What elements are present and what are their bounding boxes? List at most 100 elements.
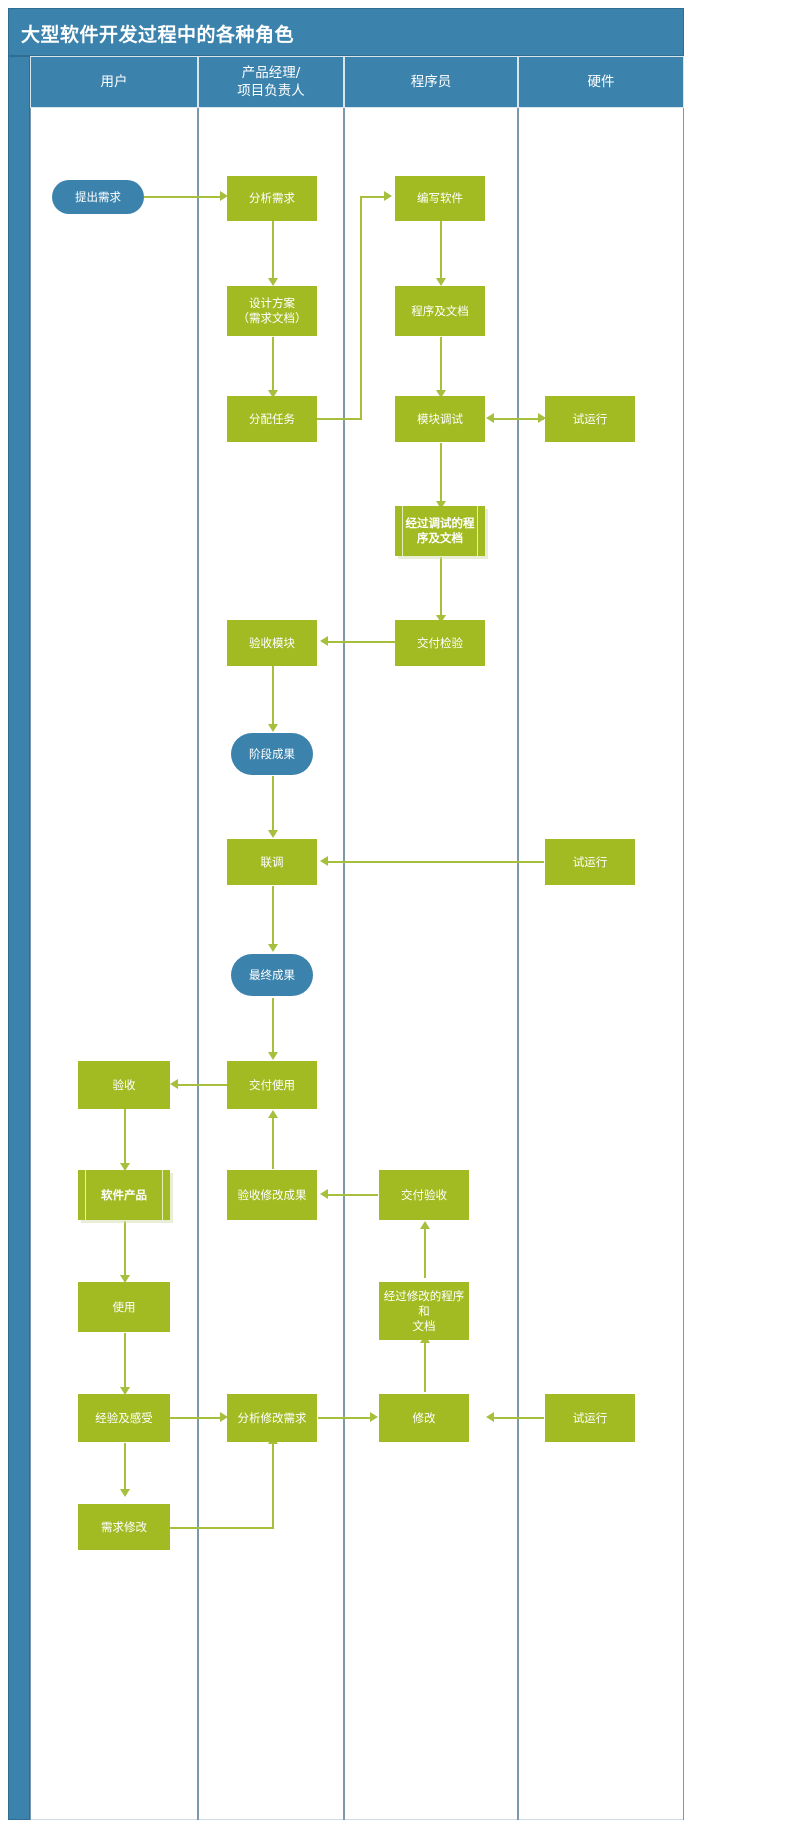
lane-body-user — [30, 108, 198, 1820]
edge-n9-n11 — [440, 557, 442, 619]
node-modified-program-docs[interactable]: 经过修改的程序和 文档 — [379, 1282, 469, 1340]
node-debugged-program-docs[interactable]: 经过调试的程 序及文档 — [395, 506, 485, 556]
edge-n27-n24-v — [272, 1443, 274, 1528]
node-deliver-acceptance[interactable]: 交付验收 — [379, 1170, 469, 1220]
edge-n11-n10 — [328, 641, 396, 643]
edge-n4-n6-arrow — [268, 390, 278, 398]
edge-n27-n24-h — [170, 1527, 274, 1529]
edge-n4-n6 — [272, 337, 274, 395]
edge-n16-n18-arrow — [120, 1163, 130, 1171]
edge-n19-n17 — [272, 1117, 274, 1169]
node-write-software[interactable]: 编写软件 — [395, 176, 485, 221]
node-experience-feedback[interactable]: 经验及感受 — [78, 1394, 170, 1442]
edge-n14-n13-arrow — [320, 856, 328, 866]
node-trial-run-2[interactable]: 试运行 — [545, 839, 635, 885]
edge-n15-n17 — [272, 998, 274, 1056]
lane-left-spine — [8, 56, 30, 1820]
edge-n18-n21 — [124, 1221, 126, 1279]
edge-n2-n4 — [272, 221, 274, 281]
edge-n22-n20 — [424, 1228, 426, 1278]
edge-n22-n20-arrow — [420, 1221, 430, 1229]
lane-body-hw — [518, 108, 684, 1820]
page-title: 大型软件开发过程中的各种角色 — [21, 24, 295, 46]
node-user-acceptance[interactable]: 验收 — [78, 1061, 170, 1109]
edge-n1-n2-arrow — [220, 191, 228, 201]
edge-n6-n3-h2 — [360, 196, 386, 198]
edge-n1-n2 — [144, 196, 222, 198]
node-module-debug[interactable]: 模块调试 — [395, 396, 485, 442]
edge-n12-n13-arrow — [268, 830, 278, 838]
node-design-plan[interactable]: 设计方案 （需求文档） — [227, 286, 317, 336]
node-software-product[interactable]: 软件产品 — [78, 1170, 170, 1220]
edge-n19-n17-arrow — [268, 1110, 278, 1118]
edge-n6-n3-arrow — [384, 191, 392, 201]
node-delivery-inspection[interactable]: 交付检验 — [395, 620, 485, 666]
edge-n5-n7 — [440, 337, 442, 395]
lane-header-user-label: 用户 — [100, 74, 128, 90]
edge-n10-n12-arrow — [268, 724, 278, 732]
edge-n26-n25-arrow — [486, 1412, 494, 1422]
edge-n16-n18 — [124, 1109, 126, 1167]
lane-body-dev — [344, 108, 518, 1820]
node-joint-debug[interactable]: 联调 — [227, 839, 317, 885]
lane-header-hw-label: 硬件 — [587, 74, 615, 90]
edge-n7-n9 — [440, 443, 442, 505]
node-program-and-docs[interactable]: 程序及文档 — [395, 286, 485, 336]
edge-n15-n17-arrow — [268, 1052, 278, 1060]
node-analyze-change-request[interactable]: 分析修改需求 — [227, 1394, 317, 1442]
node-analyze-requirement[interactable]: 分析需求 — [227, 176, 317, 221]
lane-header-pm-label-line2: 项目负责人 — [237, 83, 305, 99]
lane-header-user[interactable]: 用户 — [30, 56, 198, 108]
edge-n9-n11-arrow — [436, 615, 446, 623]
edge-n21-n23 — [124, 1333, 126, 1391]
edge-n24-n25-arrow — [370, 1412, 378, 1422]
lane-header-dev[interactable]: 程序员 — [344, 56, 518, 108]
node-submit-requirement[interactable]: 提出需求 — [52, 180, 144, 214]
edge-n23-n24-arrow — [220, 1412, 228, 1422]
lane-header-dev-label: 程序员 — [410, 74, 452, 90]
edge-n6-n3-h — [317, 418, 361, 420]
edge-n21-n23-arrow — [120, 1387, 130, 1395]
edge-n2-n4-arrow — [268, 278, 278, 286]
edge-n23-n27-arrow — [120, 1489, 130, 1497]
edge-n5-n7-arrow — [436, 390, 446, 398]
edge-n18-n21-arrow — [120, 1275, 130, 1283]
edge-n3-n5 — [440, 221, 442, 281]
node-use[interactable]: 使用 — [78, 1282, 170, 1332]
edge-n17-n16 — [178, 1084, 228, 1086]
edge-n24-n25 — [318, 1417, 374, 1419]
edge-n13-n15 — [272, 886, 274, 948]
lane-header-pm[interactable]: 产品经理/ 项目负责人 — [198, 56, 344, 108]
node-accept-module[interactable]: 验收模块 — [227, 620, 317, 666]
node-modify[interactable]: 修改 — [379, 1394, 469, 1442]
edge-n13-n15-arrow — [268, 944, 278, 952]
node-phase-result[interactable]: 阶段成果 — [231, 733, 313, 775]
edge-n11-n10-arrow — [320, 636, 328, 646]
edge-n7-n8 — [492, 418, 544, 420]
node-final-result[interactable]: 最终成果 — [231, 954, 313, 996]
edge-n25-n22 — [424, 1342, 426, 1392]
edge-n7-n8-arrow-left — [486, 413, 494, 423]
node-assign-tasks[interactable]: 分配任务 — [227, 396, 317, 442]
edge-n14-n13 — [328, 861, 544, 863]
edge-n12-n13 — [272, 776, 274, 834]
node-accept-modified-result[interactable]: 验收修改成果 — [227, 1170, 317, 1220]
node-trial-run-3[interactable]: 试运行 — [545, 1394, 635, 1442]
edge-n17-n16-arrow — [170, 1079, 178, 1089]
node-deliver-for-use[interactable]: 交付使用 — [227, 1061, 317, 1109]
edge-n3-n5-arrow — [436, 278, 446, 286]
edge-n20-n19 — [328, 1194, 378, 1196]
lane-header-row: 用户 产品经理/ 项目负责人 程序员 硬件 — [30, 56, 684, 108]
edge-n23-n27 — [124, 1443, 126, 1493]
diagram-title-bar: 大型软件开发过程中的各种角色 — [8, 8, 684, 56]
edge-n10-n12 — [272, 666, 274, 728]
edge-n23-n24 — [170, 1417, 222, 1419]
lane-header-hw[interactable]: 硬件 — [518, 56, 684, 108]
node-trial-run-1[interactable]: 试运行 — [545, 396, 635, 442]
lane-header-pm-label-line1: 产品经理/ — [241, 65, 301, 81]
edge-n20-n19-arrow — [320, 1189, 328, 1199]
node-requirement-change[interactable]: 需求修改 — [78, 1504, 170, 1550]
edge-n6-n3-v — [360, 196, 362, 420]
edge-n7-n8-arrow-right — [538, 413, 546, 423]
